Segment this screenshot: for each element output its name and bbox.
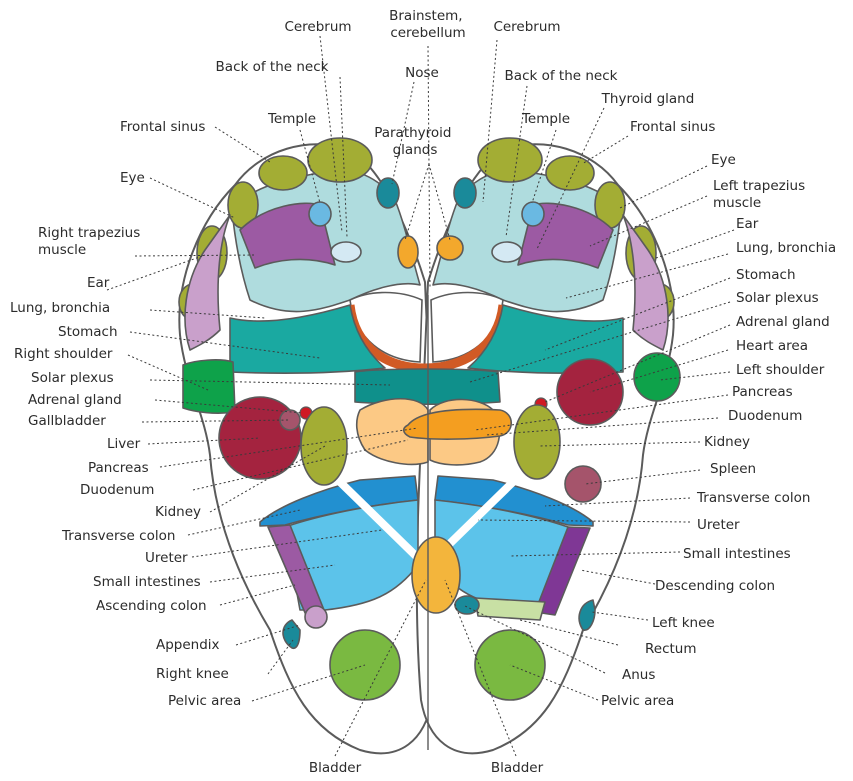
- label-pancreas-right-foot: Pancreas: [88, 460, 149, 476]
- label-parathyroid-line2: glands: [393, 142, 438, 158]
- label-left-trapezius-line2: muscle: [713, 195, 761, 211]
- label-lung-right-foot: Lung, bronchia: [10, 300, 110, 316]
- rectum-zone: [475, 598, 545, 620]
- label-right-knee: Right knee: [156, 666, 229, 682]
- appendix-spot: [305, 606, 327, 628]
- label-thyroid: Thyroid gland: [601, 91, 695, 107]
- bladder-zone: [412, 537, 460, 613]
- label-ascending-colon: Ascending colon: [96, 598, 207, 614]
- label-small-int-right-foot: Small intestines: [93, 574, 201, 590]
- label-adrenal-right-foot: Adrenal gland: [28, 392, 122, 408]
- label-right-trapezius: Right trapezius muscle: [38, 225, 145, 258]
- label-lung-left-foot: Lung, bronchia: [736, 240, 836, 256]
- label-ureter-left-foot: Ureter: [697, 517, 740, 533]
- label-temple-left-foot: Temple: [521, 111, 570, 127]
- label-eye-right-foot: Eye: [120, 170, 145, 186]
- nose-spot-right: [377, 178, 399, 208]
- spleen-zone: [565, 466, 601, 502]
- label-transverse-left-foot: Transverse colon: [696, 490, 810, 506]
- label-kidney-left-foot: Kidney: [704, 434, 750, 450]
- label-left-shoulder: Left shoulder: [736, 362, 825, 378]
- label-duodenum-right-foot: Duodenum: [80, 482, 154, 498]
- label-spleen: Spleen: [710, 461, 756, 477]
- label-nose: Nose: [405, 65, 439, 81]
- label-heart: Heart area: [736, 338, 808, 354]
- label-right-trapezius-line1: Right trapezius: [38, 225, 140, 241]
- temple-spot-left: [522, 202, 544, 226]
- label-adrenal-left-foot: Adrenal gland: [736, 314, 830, 330]
- label-left-trapezius-line1: Left trapezius: [713, 178, 805, 194]
- kidney-left: [514, 405, 560, 479]
- label-pelvic-right-foot: Pelvic area: [168, 693, 241, 709]
- label-gallbladder: Gallbladder: [28, 413, 106, 429]
- label-cerebrum-right-foot: Cerebrum: [284, 19, 351, 35]
- anus-spot: [455, 596, 479, 614]
- label-appendix: Appendix: [156, 637, 220, 653]
- frontal-sinus-toe-right-1: [308, 138, 372, 182]
- label-liver: Liver: [107, 436, 141, 452]
- label-temple-right-foot: Temple: [267, 111, 316, 127]
- label-frontal-sinus-right-foot: Frontal sinus: [120, 119, 205, 135]
- label-bladder-right-foot: Bladder: [309, 760, 362, 776]
- label-left-knee: Left knee: [652, 615, 715, 631]
- cerebrum-spot-right: [331, 242, 361, 262]
- label-brainstem-line2: cerebellum: [390, 25, 465, 41]
- label-descending-colon: Descending colon: [655, 578, 775, 594]
- label-brainstem-line1: Brainstem,: [389, 8, 462, 24]
- label-kidney-right-foot: Kidney: [155, 504, 201, 520]
- label-right-shoulder: Right shoulder: [14, 346, 113, 362]
- label-right-trapezius-line2: muscle: [38, 242, 86, 258]
- label-parathyroid: Parathyroid glands: [374, 125, 456, 158]
- label-stomach-left-foot: Stomach: [736, 267, 796, 283]
- label-left-trapezius: Left trapezius muscle: [713, 178, 809, 211]
- label-parathyroid-line1: Parathyroid: [374, 125, 451, 141]
- cerebrum-spot-left: [492, 242, 522, 262]
- label-brainstem: Brainstem, cerebellum: [389, 8, 467, 41]
- frontal-sinus-toe-left-2: [546, 156, 594, 190]
- label-rectum: Rectum: [645, 641, 697, 657]
- parathyroid-right: [398, 236, 418, 268]
- label-solar-right-foot: Solar plexus: [31, 370, 114, 386]
- label-eye-left-foot: Eye: [711, 152, 736, 168]
- label-back-neck-left-foot: Back of the neck: [505, 68, 618, 84]
- label-anus: Anus: [622, 667, 655, 683]
- nose-spot-left: [454, 178, 476, 208]
- label-ear-left-foot: Ear: [736, 216, 759, 232]
- label-back-neck-right-foot: Back of the neck: [216, 59, 329, 75]
- label-cerebrum-left-foot: Cerebrum: [493, 19, 560, 35]
- label-pelvic-left-foot: Pelvic area: [601, 693, 674, 709]
- label-small-int-left-foot: Small intestines: [683, 546, 791, 562]
- label-pancreas-left-foot: Pancreas: [732, 384, 793, 400]
- label-ureter-right-foot: Ureter: [145, 550, 188, 566]
- label-bladder-left-foot: Bladder: [491, 760, 544, 776]
- label-stomach-right-foot: Stomach: [58, 324, 118, 340]
- temple-spot-right: [309, 202, 331, 226]
- label-frontal-sinus-left-foot: Frontal sinus: [630, 119, 715, 135]
- label-duodenum-left-foot: Duodenum: [728, 408, 802, 424]
- label-ear-right-foot: Ear: [87, 275, 110, 291]
- label-transverse-right-foot: Transverse colon: [61, 528, 175, 544]
- frontal-sinus-toe-right-2: [259, 156, 307, 190]
- label-solar-left-foot: Solar plexus: [736, 290, 819, 306]
